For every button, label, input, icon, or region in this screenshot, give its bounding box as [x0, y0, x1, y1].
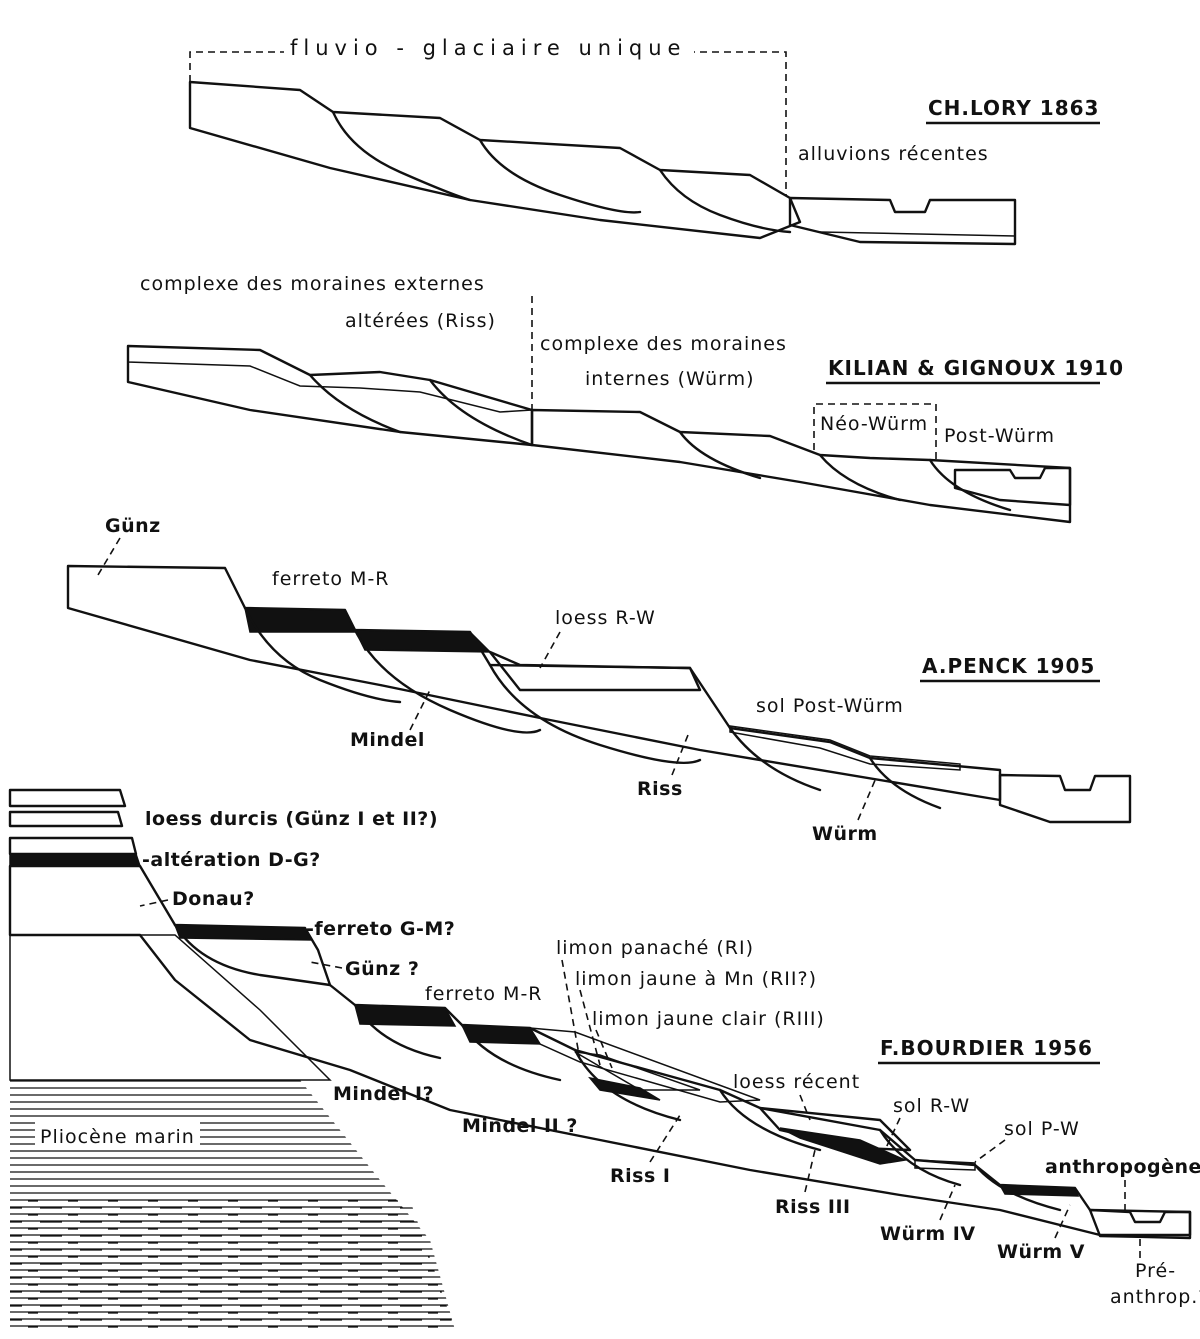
- bourdier-ferreto-gm-label: -ferreto G-M?: [306, 918, 455, 940]
- bourdier-riss1-pointer: [649, 1114, 681, 1163]
- panel-penck: Günz ferreto M-R loess R-W sol Post-Würm…: [66, 515, 1132, 845]
- lory-title: CH.LORY 1863: [928, 96, 1099, 120]
- bourdier-mindel1-label: Mindel I?: [333, 1083, 434, 1105]
- bourdier-donau-pointer: [139, 899, 169, 907]
- panel-lory: fluvio - glaciaire unique alluvions réce…: [188, 34, 1100, 246]
- kilian-title: KILIAN & GIGNOUX 1910: [828, 356, 1124, 380]
- panel-bourdier: Pliocène marin loess durcis (Günz I et I…: [8, 788, 1200, 1330]
- bourdier-loess-recent-label: loess récent: [733, 1071, 860, 1093]
- lory-alluvions: [788, 196, 1017, 246]
- penck-wurm-label: Würm: [812, 823, 878, 845]
- bourdier-limon-jaune: [574, 1051, 701, 1091]
- penck-ferreto-2: [353, 629, 492, 653]
- penck-gunz-pointer: [97, 537, 121, 576]
- bourdier-gunz-label: Günz ?: [345, 958, 419, 980]
- penck-ferreto-label: ferreto M-R: [272, 568, 390, 590]
- bourdier-limon-mn-label: limon jaune à Mn (RII?): [575, 968, 817, 990]
- bourdier-loess-cap-1: [8, 788, 127, 808]
- lory-bracket-label-bg: [284, 34, 694, 62]
- bourdier-anthropogene-label: anthropogène: [1045, 1156, 1200, 1178]
- bourdier-loess-recent-pointer: [799, 1094, 811, 1121]
- bourdier-ferreto-mr-label: ferreto M-R: [425, 983, 543, 1005]
- bourdier-wurm5-label: Würm V: [997, 1241, 1085, 1263]
- panel-kilian: complexe des moraines externes altérées …: [126, 273, 1124, 524]
- bourdier-sol-pw-pointer: [974, 1139, 1006, 1163]
- penck-alluvions: [998, 773, 1132, 824]
- lory-alluvions-label: alluvions récentes: [798, 143, 989, 165]
- lory-terraces: [188, 80, 802, 240]
- bourdier-ferreto-gm: [173, 924, 314, 941]
- bourdier-wurm4-pointer: [939, 1184, 956, 1221]
- kilian-internes-label-1: complexe des moraines: [540, 333, 787, 355]
- kilian-wurm-moraines: [530, 408, 1072, 524]
- bourdier-pliocene-label: Pliocène marin: [40, 1126, 195, 1148]
- bourdier-loess-cap-3: [8, 836, 138, 856]
- bourdier-limon-mn: [588, 1076, 661, 1101]
- bourdier-loess-recent: [758, 1106, 912, 1152]
- bourdier-pliocene-dashes: [10, 1200, 455, 1330]
- bourdier-alteration: [9, 853, 142, 867]
- bourdier-pliocene-label-bg: [35, 1122, 200, 1150]
- kilian-externes-label-2: altérées (Riss): [345, 310, 496, 332]
- kilian-riss-weathering: [127, 345, 533, 413]
- bourdier-donau-label: Donau?: [172, 888, 255, 910]
- penck-sol-label: sol Post-Würm: [756, 695, 904, 717]
- bourdier-pre-label: Pré-: [1135, 1260, 1176, 1282]
- penck-loess: [488, 650, 702, 692]
- penck-riss-label: Riss: [637, 778, 683, 800]
- penck-sol: [729, 725, 961, 771]
- bourdier-limon-panache-label: limon panaché (RI): [556, 937, 754, 959]
- bourdier-sol-pw-label: sol P-W: [1004, 1118, 1080, 1140]
- bourdier-gunz-pointer: [309, 961, 343, 969]
- penck-wurm-pointer: [857, 777, 877, 821]
- kilian-internal-steps: [308, 373, 1012, 512]
- bourdier-riss1-label: Riss I: [610, 1165, 670, 1187]
- bourdier-limon-clair-label: limon jaune clair (RIII): [592, 1008, 825, 1030]
- bourdier-ferreto-mr-2: [460, 1024, 542, 1045]
- penck-title: A.PENCK 1905: [922, 654, 1095, 678]
- kilian-neo-label: Néo-Würm: [820, 413, 928, 435]
- bourdier-sol-rw: [779, 1127, 908, 1165]
- penck-mindel-pointer: [409, 689, 431, 731]
- penck-steps: [243, 606, 942, 810]
- bourdier-dotted-fill: [9, 934, 332, 1081]
- lory-fluvio-bracket: [189, 51, 787, 195]
- kilian-neo-bracket: [813, 403, 937, 460]
- kilian-post-alluvions: [953, 466, 1072, 507]
- bourdier-mindel2-label: Mindel II ?: [462, 1115, 578, 1137]
- penck-ferreto-1: [244, 607, 357, 633]
- kilian-post-label: Post-Würm: [944, 425, 1055, 447]
- kilian-externes-label-1: complexe des moraines externes: [140, 273, 485, 295]
- bourdier-anthrop-label: anthrop.?: [1110, 1286, 1200, 1308]
- bourdier-title: F.BOURDIER 1956: [880, 1036, 1093, 1060]
- bourdier-limon-pointers: [561, 959, 613, 1069]
- bourdier-wurm5-soil: [998, 1184, 1080, 1197]
- bourdier-riss3-pointer: [804, 1149, 816, 1193]
- bourdier-alteration-label: -altération D-G?: [142, 849, 321, 871]
- penck-riss-pointer: [671, 734, 689, 776]
- bourdier-anthrop-line: [1099, 1235, 1191, 1239]
- bourdier-riss3-label: Riss III: [775, 1196, 851, 1218]
- bourdier-loess-cap-2: [8, 810, 124, 828]
- penck-terraces: [66, 564, 1002, 802]
- bourdier-ferreto-mr-1: [354, 1004, 457, 1027]
- lory-alluvions-line: [819, 231, 1016, 237]
- lory-terrace-steps: [331, 110, 792, 234]
- lory-fluvio-label: fluvio - glaciaire unique: [290, 36, 686, 60]
- bourdier-sol-rw-pointer: [884, 1117, 901, 1151]
- penck-loess-label: loess R-W: [555, 607, 656, 629]
- penck-mindel-label: Mindel: [350, 729, 425, 751]
- bourdier-sol-rw-label: sol R-W: [893, 1095, 970, 1117]
- kilian-internes-label-2: internes (Würm): [585, 368, 755, 390]
- bourdier-sol-pw: [914, 1159, 976, 1171]
- bourdier-loess-durcis-label: loess durcis (Günz I et II?): [145, 808, 438, 830]
- bourdier-wurm5-pointer: [1054, 1204, 1071, 1239]
- penck-gunz-label: Günz: [105, 515, 161, 537]
- bourdier-wurm4-label: Würm IV: [880, 1223, 976, 1245]
- penck-loess-pointer: [539, 631, 561, 669]
